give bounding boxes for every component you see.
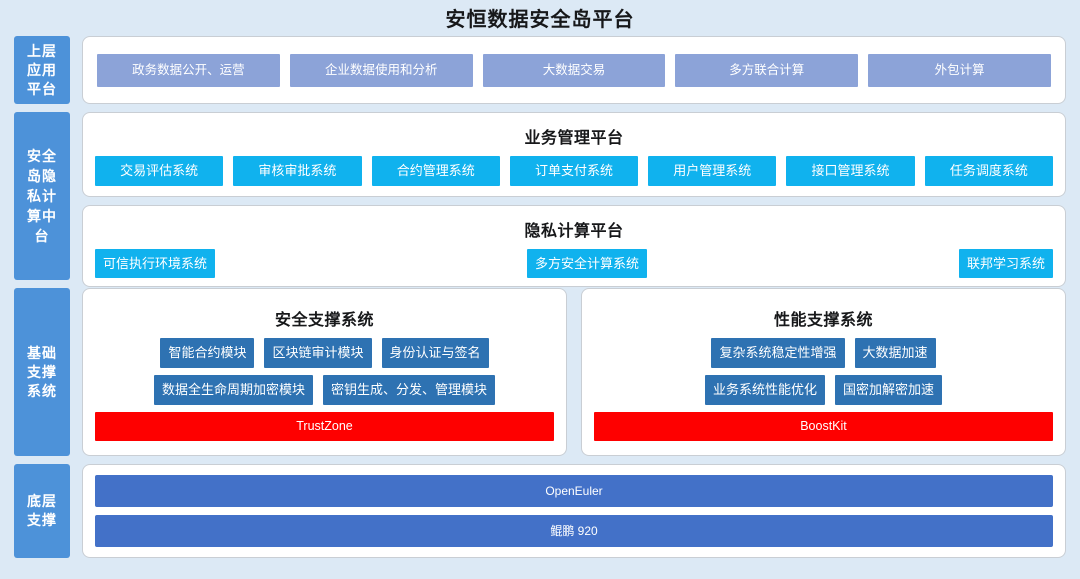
security-module-rows: 智能合约模块 区块链审计模块 身份认证与签名 数据全生命周期加密模块 密钥生成、…: [95, 338, 554, 441]
security-chip-trustzone[interactable]: TrustZone: [95, 411, 554, 441]
performance-support-panel: 性能支撑系统 复杂系统稳定性增强 大数据加速 业务系统性能优化 国密加解密加速 …: [581, 288, 1066, 456]
tier-privacy-computing-midend: 安全岛隐私计算中台 业务管理平台 交易评估系统 审核审批系统 合约管理系统 订单…: [0, 112, 1080, 288]
biz-chip-trade-evaluation[interactable]: 交易评估系统: [95, 156, 224, 186]
application-chip-list: 政务数据公开、运营 企业数据使用和分析 大数据交易 多方联合计算 外包计算: [97, 53, 1051, 87]
business-management-platform-panel: 业务管理平台 交易评估系统 审核审批系统 合约管理系统 订单支付系统 用户管理系…: [82, 112, 1066, 197]
app-chip-multiparty-compute[interactable]: 多方联合计算: [675, 53, 859, 87]
security-support-title: 安全支撑系统: [274, 312, 374, 330]
security-module-row-3: TrustZone: [95, 411, 554, 441]
bottom-support-panel: OpenEuler 鲲鹏 920: [82, 464, 1066, 558]
app-chip-government-data[interactable]: 政务数据公开、运营: [97, 53, 280, 87]
privacy-computing-platform-panel: 隐私计算平台 可信执行环境系统 多方安全计算系统 联邦学习系统: [82, 204, 1066, 288]
tier-body-foundation-support-system: 安全支撑系统 智能合约模块 区块链审计模块 身份认证与签名 数据全生命周期加密模…: [82, 288, 1066, 456]
privacy-computing-platform-title: 隐私计算平台: [524, 222, 624, 240]
business-system-chip-list: 交易评估系统 审核审批系统 合约管理系统 订单支付系统 用户管理系统 接口管理系…: [95, 156, 1053, 186]
security-chip-lifecycle-encryption[interactable]: 数据全生命周期加密模块: [153, 375, 313, 405]
tier-body-bottom-support: OpenEuler 鲲鹏 920: [82, 464, 1066, 558]
app-chip-bigdata-trading[interactable]: 大数据交易: [482, 53, 666, 87]
security-chip-smart-contract[interactable]: 智能合约模块: [160, 338, 255, 368]
performance-chip-business-optimization[interactable]: 业务系统性能优化: [704, 375, 825, 405]
security-module-row-2: 数据全生命周期加密模块 密钥生成、分发、管理模块: [95, 375, 554, 405]
biz-chip-task-scheduling[interactable]: 任务调度系统: [924, 156, 1053, 186]
performance-chip-bigdata-acceleration[interactable]: 大数据加速: [854, 338, 936, 368]
tier-application-platform: 上层应用平台 政务数据公开、运营 企业数据使用和分析 大数据交易 多方联合计算 …: [0, 36, 1080, 104]
privacy-chip-tee[interactable]: 可信执行环境系统: [95, 248, 216, 279]
bottom-layer-stack: OpenEuler 鲲鹏 920: [95, 474, 1053, 548]
privacy-chip-federated-learning[interactable]: 联邦学习系统: [958, 248, 1053, 279]
biz-chip-interface-management[interactable]: 接口管理系统: [786, 156, 915, 186]
tier-tab-foundation-support-system[interactable]: 基础支撑系统: [14, 288, 70, 456]
performance-module-row-3: BoostKit: [594, 411, 1053, 441]
page-title: 安恒数据安全岛平台: [445, 9, 635, 31]
application-panel: 政务数据公开、运营 企业数据使用和分析 大数据交易 多方联合计算 外包计算: [82, 36, 1066, 104]
tier-bottom-support: 底层支撑 OpenEuler 鲲鹏 920: [0, 464, 1080, 558]
tier-body-application-platform: 政务数据公开、运营 企业数据使用和分析 大数据交易 多方联合计算 外包计算: [82, 36, 1066, 104]
biz-chip-review-approval[interactable]: 审核审批系统: [233, 156, 362, 186]
tier-tab-privacy-computing-midend[interactable]: 安全岛隐私计算中台: [14, 112, 70, 280]
performance-chip-boostkit[interactable]: BoostKit: [594, 411, 1053, 441]
performance-chip-system-stability[interactable]: 复杂系统稳定性增强: [711, 338, 845, 368]
privacy-system-chip-list: 可信执行环境系统 多方安全计算系统 联邦学习系统: [95, 248, 1053, 279]
biz-chip-user-management[interactable]: 用户管理系统: [648, 156, 777, 186]
privacy-chip-mpc[interactable]: 多方安全计算系统: [526, 248, 647, 279]
performance-module-row-1: 复杂系统稳定性增强 大数据加速: [594, 338, 1053, 368]
performance-module-rows: 复杂系统稳定性增强 大数据加速 业务系统性能优化 国密加解密加速 BoostKi…: [594, 338, 1053, 441]
app-chip-outsourced-compute[interactable]: 外包计算: [868, 53, 1051, 87]
performance-support-title: 性能支撑系统: [773, 312, 873, 330]
performance-chip-sm-crypto-acceleration[interactable]: 国密加解密加速: [835, 375, 943, 405]
security-module-row-1: 智能合约模块 区块链审计模块 身份认证与签名: [95, 338, 554, 368]
tier-body-privacy-computing-midend: 业务管理平台 交易评估系统 审核审批系统 合约管理系统 订单支付系统 用户管理系…: [82, 112, 1066, 288]
performance-module-row-2: 业务系统性能优化 国密加解密加速: [594, 375, 1053, 405]
security-support-panel: 安全支撑系统 智能合约模块 区块链审计模块 身份认证与签名 数据全生命周期加密模…: [82, 288, 567, 456]
tier-foundation-support-system: 基础支撑系统 安全支撑系统 智能合约模块 区块链审计模块 身份认证与签名 数据全…: [0, 288, 1080, 456]
tier-tab-bottom-support[interactable]: 底层支撑: [14, 464, 70, 558]
security-chip-blockchain-audit[interactable]: 区块链审计模块: [264, 338, 372, 368]
security-chip-key-management[interactable]: 密钥生成、分发、管理模块: [323, 375, 496, 405]
business-management-platform-title: 业务管理平台: [524, 130, 624, 147]
app-chip-enterprise-data[interactable]: 企业数据使用和分析: [289, 53, 473, 87]
biz-chip-order-payment[interactable]: 订单支付系统: [509, 156, 639, 186]
biz-chip-contract-management[interactable]: 合约管理系统: [371, 156, 500, 186]
tier-tab-application-platform[interactable]: 上层应用平台: [14, 36, 70, 104]
security-chip-identity-signature[interactable]: 身份认证与签名: [381, 338, 489, 368]
base-chip-kunpeng-920[interactable]: 鲲鹏 920: [95, 515, 1053, 548]
base-chip-openeuler[interactable]: OpenEuler: [95, 474, 1053, 507]
